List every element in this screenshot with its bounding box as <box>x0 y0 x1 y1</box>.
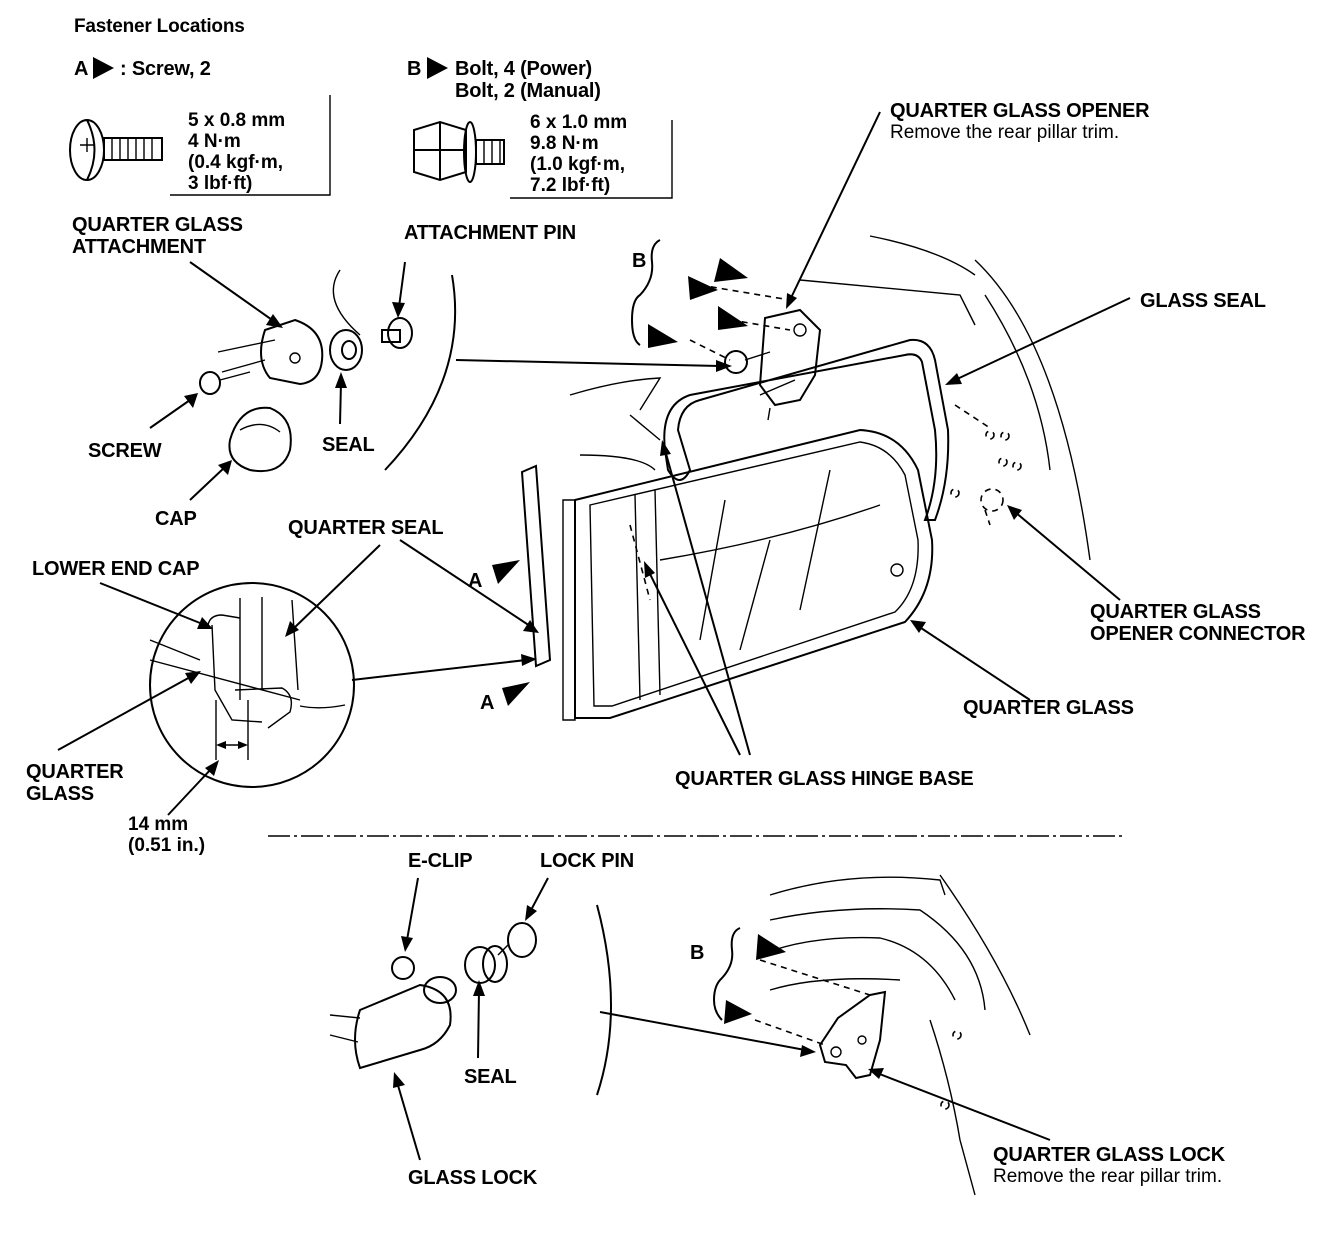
label-quarter-glass-attachment-line1: QUARTER GLASS <box>72 214 243 236</box>
dimension-mm: 14 mm <box>128 814 189 835</box>
fastener-b-line2: Bolt, 2 (Manual) <box>455 80 601 102</box>
label-opener-connector: QUARTER GLASS OPENER CONNECTOR <box>1090 601 1306 645</box>
bolt-spec-box <box>510 120 673 199</box>
fastener-b-line1: Bolt, 4 (Power) <box>455 58 593 80</box>
dimension-label: 14 mm (0.51 in.) <box>128 814 205 856</box>
glass-seal-shape <box>663 338 950 521</box>
seal-ring-top <box>329 329 363 371</box>
label-quarter-glass-detail: QUARTER GLASS <box>26 761 124 805</box>
vehicle-body <box>569 235 1091 561</box>
bolt-spec-kgf: (1.0 kgf·m, <box>530 154 626 175</box>
label-glass-lock: GLASS LOCK <box>408 1167 538 1189</box>
triangle-a-icon <box>93 57 114 79</box>
detail-arc-top <box>384 274 457 471</box>
note-lock: Remove the rear pillar trim. <box>993 1166 1223 1187</box>
bolt-icon <box>413 120 505 183</box>
note-opener: Remove the rear pillar trim. <box>890 122 1120 143</box>
triangle-b-icon <box>427 57 448 79</box>
label-b-bottom: B <box>690 942 705 964</box>
screw-spec-kgf: (0.4 kgf·m, <box>188 152 284 173</box>
glass-lock-shape <box>329 976 457 1070</box>
label-e-clip: E-CLIP <box>408 850 473 872</box>
label-b-top: B <box>632 250 647 272</box>
label-cap: CAP <box>155 508 197 530</box>
label-quarter-glass: QUARTER GLASS <box>963 697 1134 719</box>
label-glass-seal: GLASS SEAL <box>1140 290 1266 312</box>
detail-arc-bottom <box>596 904 612 1096</box>
screw-spec: 5 x 0.8 mm 4 N·m (0.4 kgf·m, 3 lbf·ft) <box>188 110 285 194</box>
opener-connector-shape <box>950 430 1022 526</box>
label-quarter-glass-attachment-line2: ATTACHMENT <box>72 236 206 258</box>
header-title: Fastener Locations <box>74 16 245 37</box>
quarter-glass-attachment-shape <box>217 318 324 386</box>
label-lower-end-cap: LOWER END CAP <box>32 558 200 580</box>
e-clip-shape <box>391 956 415 980</box>
label-seal-bottom: SEAL <box>464 1066 517 1088</box>
lock-pin-shape <box>497 922 537 958</box>
label-hinge-base: QUARTER GLASS HINGE BASE <box>675 768 974 790</box>
label-seal-top: SEAL <box>322 434 375 456</box>
quarter-seal-strip <box>520 464 552 668</box>
screw-spec-torque: 4 N·m <box>188 131 241 152</box>
bolt-spec: 6 x 1.0 mm 9.8 N·m (1.0 kgf·m, 7.2 lbf·f… <box>530 112 627 196</box>
quarter-glass-shape <box>562 428 934 721</box>
label-quarter-glass-opener: QUARTER GLASS OPENER <box>890 100 1150 122</box>
quarter-glass-opener-shape <box>724 308 822 421</box>
label-quarter-glass-detail-line2: GLASS <box>26 783 94 805</box>
attachment-pin-shape <box>381 317 413 349</box>
screw-spec-lbf: 3 lbf·ft) <box>188 173 253 194</box>
fastener-b-letter: B <box>407 58 422 80</box>
cap-shape <box>228 406 292 472</box>
screw-icon <box>69 119 163 181</box>
label-opener-connector-line2: OPENER CONNECTOR <box>1090 623 1306 645</box>
bolt-spec-size: 6 x 1.0 mm <box>530 112 628 133</box>
screw-small-shape <box>199 371 251 395</box>
dimension-in: (0.51 in.) <box>128 835 206 856</box>
bolt-spec-lbf: 7.2 lbf·ft) <box>530 175 611 196</box>
screw-spec-size: 5 x 0.8 mm <box>188 110 286 131</box>
label-lock-pin: LOCK PIN <box>540 850 634 872</box>
label-a-lower: A <box>480 692 495 714</box>
label-quarter-glass-detail-line1: QUARTER <box>26 761 124 783</box>
label-quarter-seal: QUARTER SEAL <box>288 517 444 539</box>
label-quarter-glass-lock: QUARTER GLASS LOCK <box>993 1144 1225 1166</box>
vehicle-body-lower <box>754 874 1031 1196</box>
lower-end-cap-detail <box>149 582 355 788</box>
quarter-glass-lock-shape <box>818 990 887 1080</box>
label-screw: SCREW <box>88 440 162 462</box>
fastener-a-text: : Screw, 2 <box>120 58 211 80</box>
label-attachment-pin: ATTACHMENT PIN <box>404 222 576 244</box>
label-quarter-glass-attachment: QUARTER GLASS ATTACHMENT <box>72 214 243 258</box>
screw-spec-box <box>170 95 331 196</box>
label-opener-connector-line1: QUARTER GLASS <box>1090 601 1261 623</box>
fastener-a-letter: A <box>74 58 89 80</box>
label-a-upper: A <box>468 570 483 592</box>
bolt-spec-torque: 9.8 N·m <box>530 133 599 154</box>
